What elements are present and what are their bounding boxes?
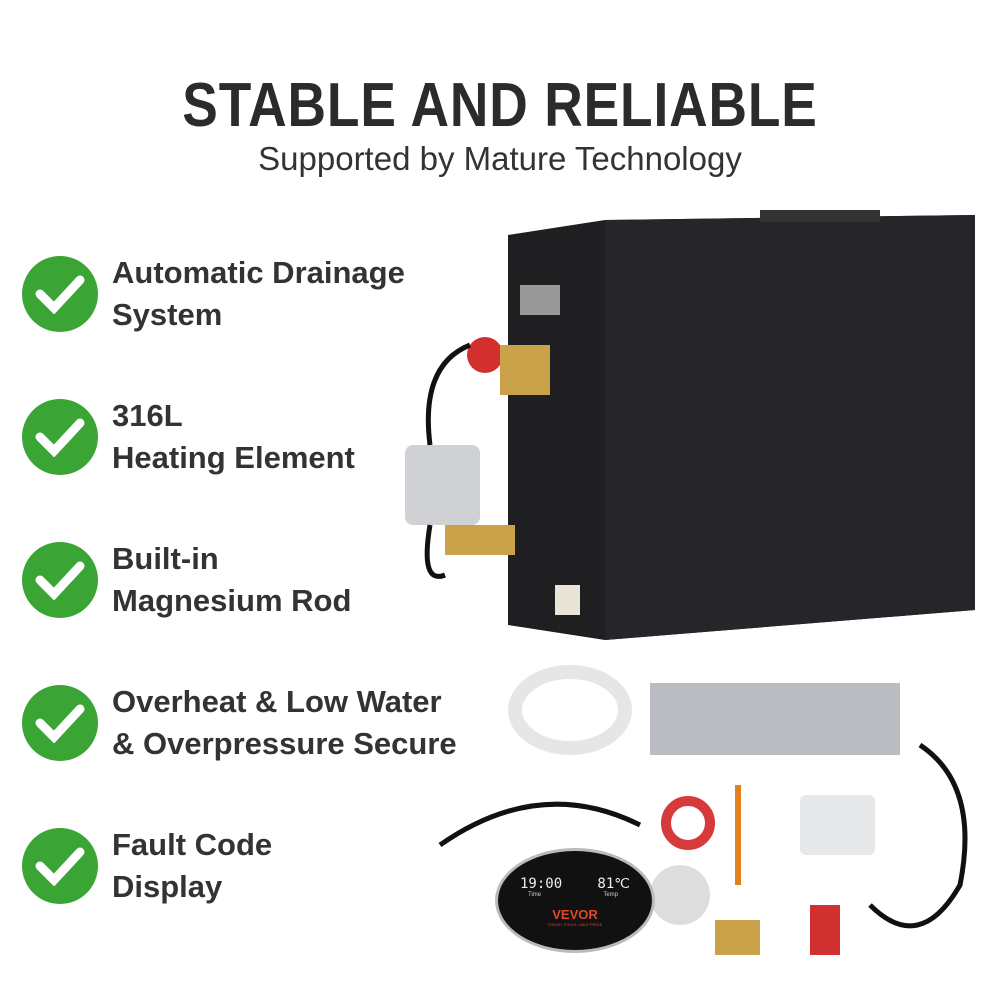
accessories-image: [438, 665, 968, 955]
check-icon: [22, 542, 98, 618]
time-label: Time: [528, 892, 542, 898]
feature-item: Overheat & Low Water & Overpressure Secur…: [22, 681, 457, 765]
temp-label: Temp: [603, 892, 618, 898]
feature-item: 316L Heating Element: [22, 395, 355, 479]
feature-text: Heating Element: [112, 440, 355, 475]
feature-text: Overheat & Low Water: [112, 684, 442, 719]
check-icon: [22, 399, 98, 475]
feature-text: Built-in: [112, 541, 219, 576]
feature-text: Display: [112, 869, 223, 904]
feature-text: & Overpressure Secure: [112, 726, 457, 761]
brand-logo: VEVOR: [552, 907, 598, 922]
brand-tagline: TOUGH TOOLS, HALF PRICE: [547, 922, 603, 927]
feature-text: System: [112, 297, 223, 332]
temp-display: 81℃: [597, 876, 630, 892]
check-icon: [22, 256, 98, 332]
check-icon: [22, 828, 98, 904]
time-display: 19:00: [520, 876, 563, 892]
page-subtitle: Supported by Mature Technology: [258, 140, 742, 177]
feature-text: Fault Code: [112, 827, 273, 862]
feature-text: Magnesium Rod: [112, 583, 352, 618]
control-panel: 19:00 Time 81℃ Temp VEVOR TOUGH TOOLS, H…: [495, 848, 655, 953]
feature-text: 316L: [112, 398, 183, 433]
steam-generator-image: [405, 210, 975, 640]
feature-text: Automatic Drainage: [112, 255, 405, 290]
check-icon: [22, 685, 98, 761]
page-title: STABLE AND RELIABLE: [182, 71, 818, 140]
